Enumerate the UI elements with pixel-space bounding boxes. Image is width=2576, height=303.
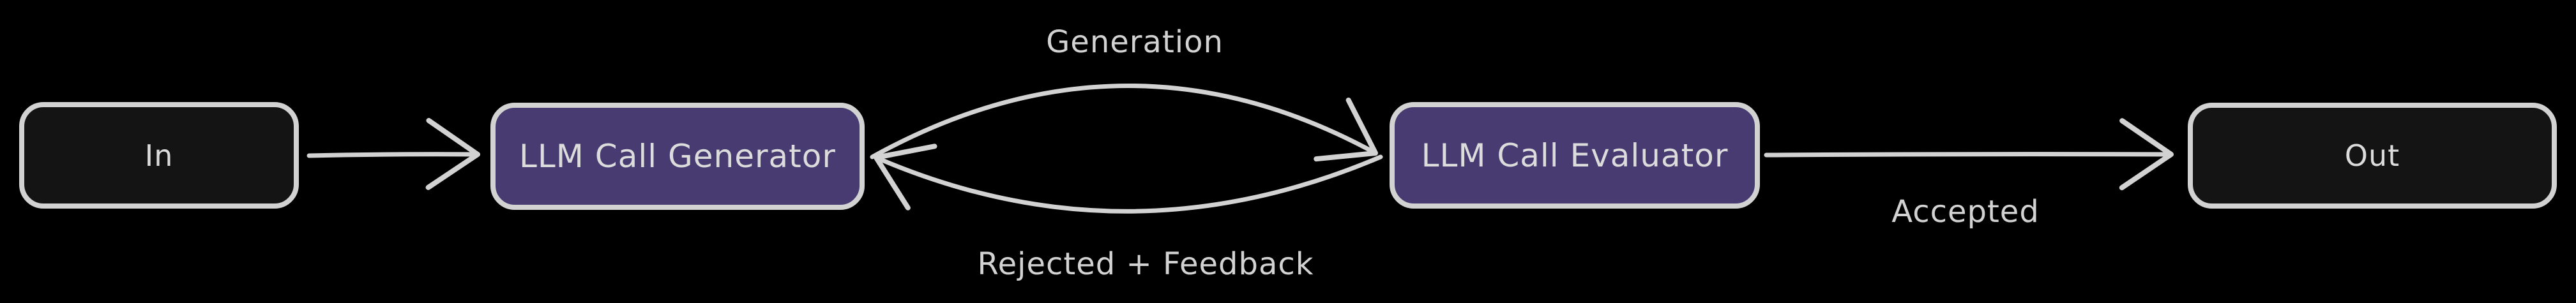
node-llm-call-generator: LLM Call Generator [490, 103, 865, 210]
edge-label-generation: Generation [1046, 24, 1224, 60]
node-llm-call-generator-label: LLM Call Generator [519, 138, 836, 175]
node-llm-call-evaluator-label: LLM Call Evaluator [1421, 137, 1729, 174]
edge-label-accepted: Accepted [1891, 194, 2040, 230]
edge-evaluator-to-out-accepted [1764, 118, 2174, 191]
edge-evaluator-to-generator-rejected [873, 144, 1383, 214]
node-llm-call-evaluator: LLM Call Evaluator [1390, 102, 1760, 209]
edge-label-rejected-feedback: Rejected + Feedback [977, 246, 1314, 282]
node-out: Out [2188, 103, 2557, 209]
node-in-label: In [144, 138, 174, 173]
node-out-label: Out [2344, 138, 2400, 173]
edge-in-to-generator [307, 117, 481, 190]
edge-generator-to-evaluator-generation [870, 84, 1379, 162]
node-in: In [19, 102, 299, 209]
